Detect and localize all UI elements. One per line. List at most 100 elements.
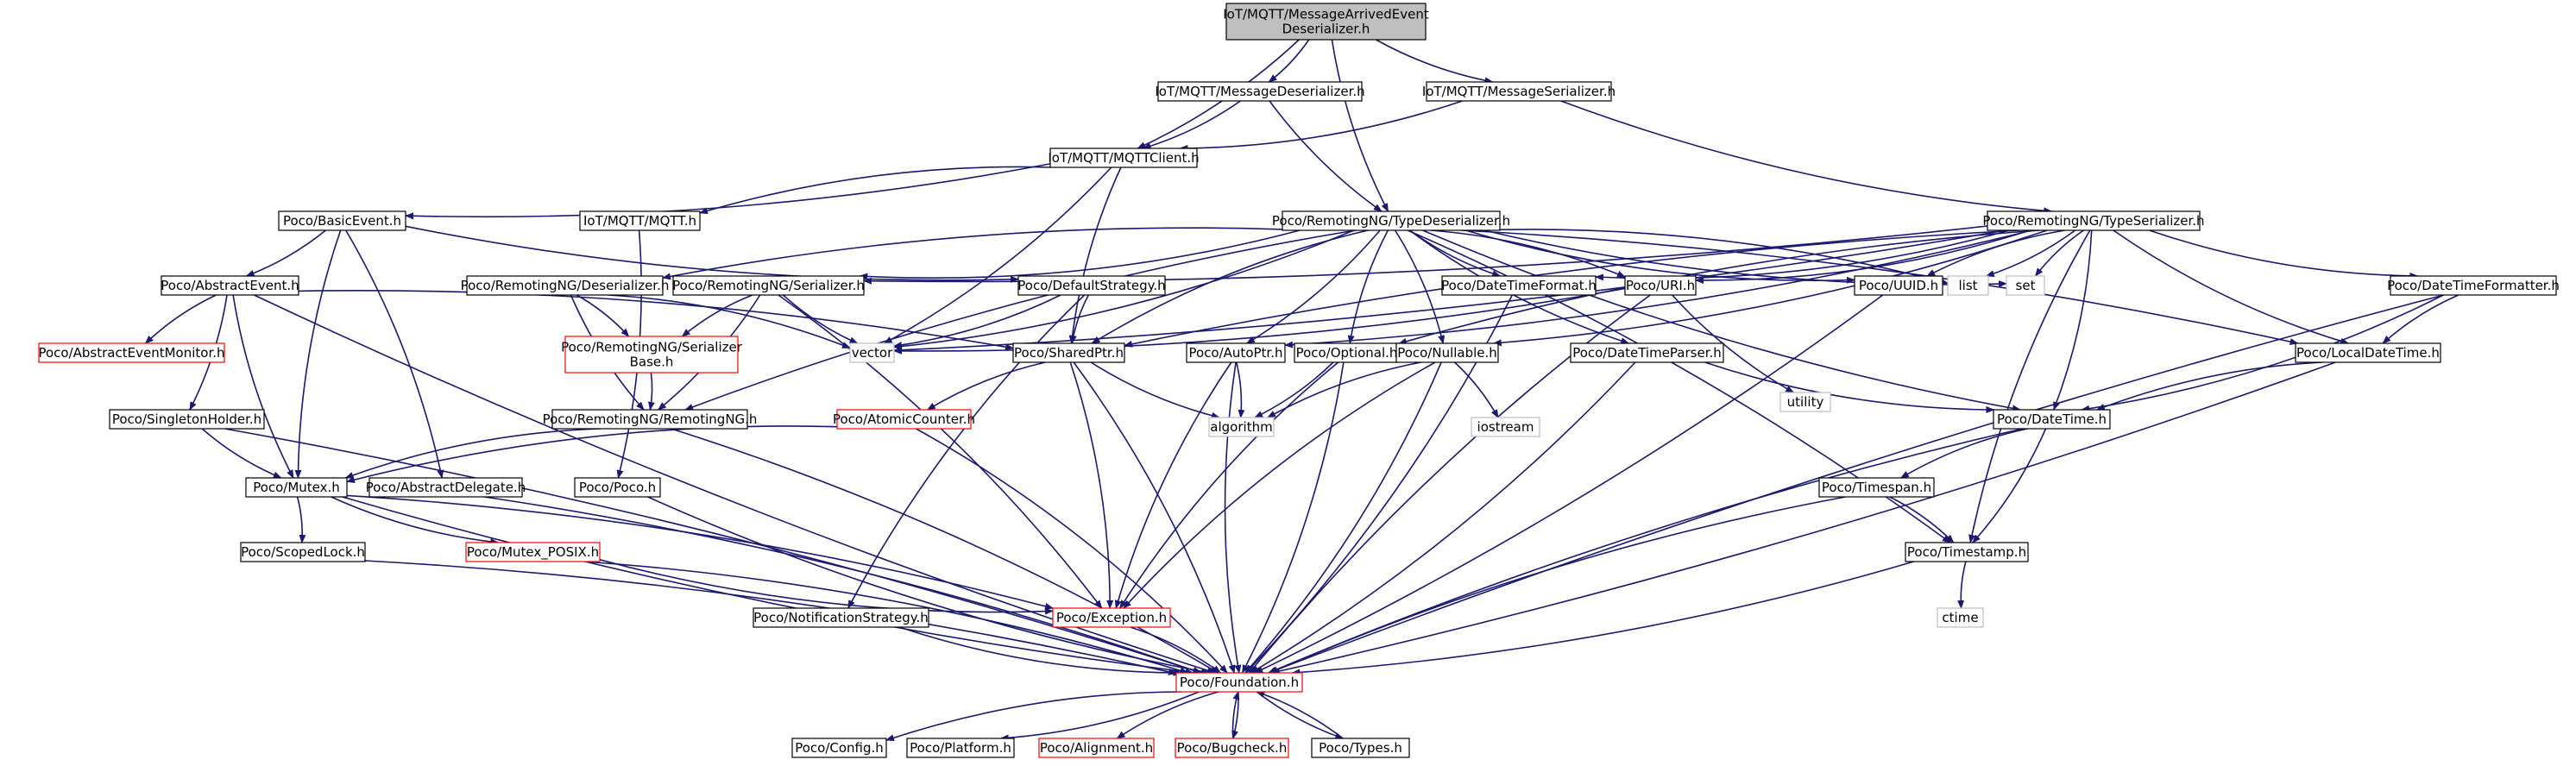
node-datetimeformatter[interactable]: Poco/DateTimeFormatter.h	[2387, 275, 2560, 296]
edge-typeser-to-localdatetime	[2113, 229, 2350, 345]
node-datetimeparser[interactable]: Poco/DateTimeParser.h	[1570, 342, 1724, 363]
edge-sharedptr-to-algorithm	[1090, 361, 1220, 419]
node-uuidh[interactable]: Poco/UUID.h	[1854, 275, 1943, 296]
node-box-mutexposix	[465, 542, 601, 562]
node-alignment[interactable]: Poco/Alignment.h	[1038, 738, 1155, 758]
edge-rngser-to-serializerbase	[681, 294, 753, 337]
edge-remotingng-to-foundation	[671, 428, 1219, 674]
node-bugcheck[interactable]: Poco/Bugcheck.h	[1175, 738, 1289, 758]
node-abstractdelegate[interactable]: Poco/AbstractDelegate.h	[366, 477, 526, 498]
node-abseventmonitor[interactable]: Poco/AbstractEventMonitor.h	[38, 342, 225, 363]
node-exception[interactable]: Poco/Exception.h	[1052, 607, 1171, 628]
node-label-types: Poco/Types.h	[1319, 740, 1402, 756]
node-singletonholder[interactable]: Poco/SingletonHolder.h	[109, 409, 265, 430]
edge-optional-to-algorithm	[1254, 361, 1334, 418]
edge-typeser-to-sharedptr	[1124, 229, 2020, 348]
node-timespan[interactable]: Poco/Timespan.h	[1818, 477, 1935, 498]
node-ctime[interactable]: ctime	[1937, 607, 1984, 628]
node-box-pocoh	[574, 477, 661, 498]
node-autoptr[interactable]: Poco/AutoPtr.h	[1186, 342, 1286, 363]
node-mqttclient[interactable]: IoT/MQTT/MQTTClient.h	[1048, 148, 1200, 168]
node-box-localdatetime	[2295, 342, 2441, 363]
node-box-rngdeser	[466, 275, 664, 296]
edge-typedeser-to-remotingng	[684, 229, 1357, 411]
node-typedeser[interactable]: Poco/RemotingNG/TypeDeserializer.h	[1272, 210, 1510, 231]
edge-typedeser-to-uuidh	[1464, 229, 1855, 284]
node-sharedptr[interactable]: Poco/SharedPtr.h	[1012, 342, 1125, 363]
node-mutexposix[interactable]: Poco/Mutex_POSIX.h	[465, 542, 601, 562]
edge-rngser-to-vector	[782, 294, 859, 344]
edge-msgser-to-typeser	[1560, 100, 2053, 215]
edge-mqttclient-to-vector	[883, 166, 1112, 344]
node-label-rngser: Poco/RemotingNG/Serializer.h	[672, 278, 865, 293]
edge-mutexposix-to-exception	[599, 559, 1054, 615]
edge-timespan-to-foundation	[1269, 496, 1846, 674]
node-abstractevent[interactable]: Poco/AbstractEvent.h	[161, 275, 299, 296]
node-defaultstrategy[interactable]: Poco/DefaultStrategy.h	[1017, 275, 1166, 296]
node-foundation[interactable]: Poco/Foundation.h	[1175, 672, 1303, 693]
node-rngser[interactable]: Poco/RemotingNG/Serializer.h	[672, 275, 865, 296]
node-urih[interactable]: Poco/URI.h	[1624, 275, 1697, 296]
edge-root-to-typedeser	[1331, 39, 1389, 212]
node-label-notifstrategy: Poco/NotificationStrategy.h	[753, 610, 929, 625]
node-nullable[interactable]: Poco/Nullable.h	[1395, 342, 1499, 363]
node-msgdeser[interactable]: IoT/MQTT/MessageDeserializer.h	[1155, 81, 1365, 102]
node-msgser[interactable]: IoT/MQTT/MessageSerializer.h	[1422, 81, 1616, 102]
node-mutex[interactable]: Poco/Mutex.h	[245, 477, 348, 498]
node-atomiccounter[interactable]: Poco/AtomicCounter.h	[833, 409, 975, 430]
edge-mutexposix-to-foundation	[584, 561, 1189, 675]
node-platform[interactable]: Poco/Platform.h	[906, 738, 1015, 758]
edge-autoptr-to-algorithm	[1236, 361, 1245, 418]
node-set[interactable]: set	[2006, 275, 2045, 296]
node-utility[interactable]: utility	[1779, 392, 1831, 412]
node-datetime[interactable]: Poco/DateTime.h	[1993, 409, 2111, 430]
node-scopedlock[interactable]: Poco/ScopedLock.h	[240, 542, 366, 562]
node-pocoh[interactable]: Poco/Poco.h	[574, 477, 661, 498]
edge-scopedlock-to-foundation	[364, 560, 1177, 675]
node-notifstrategy[interactable]: Poco/NotificationStrategy.h	[753, 607, 929, 628]
edge-datetimeparser-to-foundation	[1250, 361, 1636, 674]
node-label-scopedlock: Poco/ScopedLock.h	[241, 544, 365, 560]
node-label-abseventmonitor: Poco/AbstractEventMonitor.h	[38, 345, 224, 361]
edge-typeser-to-timestamp	[1968, 229, 2091, 543]
node-algorithm[interactable]: algorithm	[1208, 417, 1275, 437]
node-box-urih	[1624, 275, 1697, 296]
node-typeser[interactable]: Poco/RemotingNG/TypeSerializer.h	[1982, 210, 2205, 231]
edge-rngdeser-to-vector	[608, 294, 851, 349]
node-vector[interactable]: vector	[849, 342, 895, 363]
node-label-remotingng: Poco/RemotingNG/RemotingNG.h	[543, 411, 758, 427]
edge-datetimeparser-to-datetime	[1704, 361, 1995, 413]
edge-typedeser-to-rngser	[859, 229, 1301, 280]
node-box-iostream	[1471, 417, 1540, 437]
node-localdatetime[interactable]: Poco/LocalDateTime.h	[2295, 342, 2441, 363]
node-label-config: Poco/Config.h	[795, 740, 884, 756]
edge-typedeser-to-localdatetime	[1461, 229, 2299, 345]
node-iostream[interactable]: iostream	[1471, 417, 1540, 437]
node-config[interactable]: Poco/Config.h	[791, 738, 887, 758]
node-box-singletonholder	[109, 409, 265, 430]
node-timestamp[interactable]: Poco/Timestamp.h	[1905, 542, 2029, 562]
node-label-nullable: Poco/Nullable.h	[1397, 345, 1497, 361]
edge-mutex-to-mutexposix	[331, 496, 500, 546]
node-list[interactable]: list	[1947, 275, 1989, 296]
node-box-abstractdelegate	[368, 477, 523, 498]
node-mqtth[interactable]: IoT/MQTT/MQTT.h	[579, 210, 701, 231]
node-label-datetimeformat: Poco/DateTimeFormat.h	[1441, 278, 1597, 293]
edge-optional-to-foundation	[1241, 361, 1345, 674]
node-remotingng[interactable]: Poco/RemotingNG/RemotingNG.h	[543, 409, 758, 430]
edge-autoptr-to-exception	[1114, 361, 1232, 609]
node-rngdeser[interactable]: Poco/RemotingNG/Deserializer.h	[461, 275, 670, 296]
node-optional[interactable]: Poco/Optional.h	[1294, 342, 1400, 363]
node-box-msgser	[1426, 81, 1612, 102]
edge-basicevent-to-defaultstrategy	[405, 225, 1019, 283]
node-types[interactable]: Poco/Types.h	[1311, 738, 1410, 758]
edge-atomiccounter-to-foundation	[916, 428, 1228, 674]
node-label-foundation: Poco/Foundation.h	[1180, 675, 1299, 690]
node-basicevent[interactable]: Poco/BasicEvent.h	[278, 210, 406, 231]
node-datetimeformat[interactable]: Poco/DateTimeFormat.h	[1441, 275, 1597, 296]
